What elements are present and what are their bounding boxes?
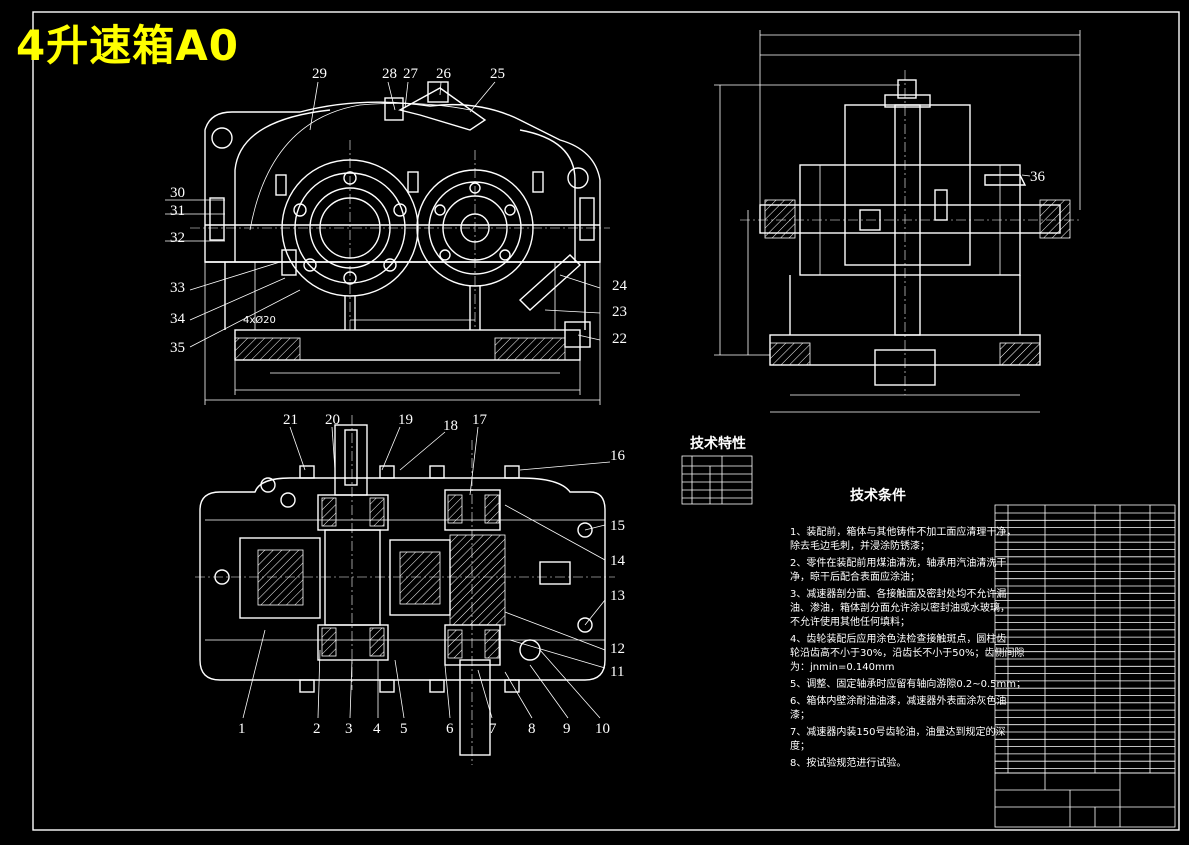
- balloon-32: 32: [170, 230, 185, 246]
- tech-req-line: 不允许使用其他任何填料；: [790, 615, 910, 628]
- balloon-33: 33: [170, 280, 185, 296]
- balloon-9: 9: [563, 721, 571, 737]
- balloon-8: 8: [528, 721, 536, 737]
- tech-req-line: 1、装配前，箱体与其他铸件不加工面应清理干净，: [790, 525, 1016, 538]
- balloon-6: 6: [446, 721, 454, 737]
- balloon-25: 25: [490, 66, 505, 82]
- balloon-20: 20: [325, 412, 340, 428]
- balloon-26: 26: [436, 66, 452, 82]
- tech-req-line: 2、零件在装配前用煤油清洗，轴承用汽油清洗干: [790, 556, 1006, 569]
- parts-list: [994, 504, 1176, 774]
- balloon-2: 2: [313, 721, 321, 737]
- balloon-23: 23: [612, 304, 627, 320]
- tech-char-heading: 技术特性: [690, 435, 746, 452]
- balloon-19: 19: [398, 412, 413, 428]
- balloon-15: 15: [610, 518, 625, 534]
- top-view: 21 20 19 18 17 16 15 14 13 12 11 1 2 3 4…: [195, 412, 626, 765]
- drawing-title: 4升速箱A0: [16, 21, 239, 70]
- balloon-11: 11: [610, 664, 624, 680]
- balloon-22: 22: [612, 331, 627, 347]
- drawing-frame: [32, 11, 1180, 831]
- tech-req-line: 净，晾干后配合表面应涂油；: [790, 570, 920, 583]
- tech-req-line: 5、调整、固定轴承时应留有轴向游隙0.2~0.5mm；: [790, 677, 1026, 690]
- balloon-34: 34: [170, 311, 186, 327]
- tech-req-line: 漆；: [790, 708, 810, 721]
- tech-req-line: 度；: [790, 739, 810, 752]
- tech-req-line: 3、减速器剖分面、各接触面及密封处均不允许漏: [790, 587, 1006, 600]
- tech-char-table: 技术特性: [681, 435, 753, 505]
- balloon-1: 1: [238, 721, 246, 737]
- balloon-18: 18: [443, 418, 458, 434]
- balloon-21: 21: [283, 412, 298, 428]
- front-view: 29 28 27 26 25 30 31 32 33 34 35 24 23 2…: [165, 66, 628, 405]
- tech-req-line: 6、箱体内壁涂耐油油漆，减速器外表面涂灰色油: [790, 694, 1006, 707]
- side-view: 36: [714, 30, 1081, 413]
- tech-req-heading: 技术条件: [850, 487, 906, 504]
- balloon-27: 27: [403, 66, 419, 82]
- balloon-7: 7: [489, 721, 497, 737]
- balloon-29: 29: [312, 66, 327, 82]
- balloon-35: 35: [170, 340, 185, 356]
- tech-req-line: 轮沿齿高不小于30%，沿齿长不小于50%；齿侧间隙: [790, 646, 1024, 659]
- balloon-14: 14: [610, 553, 626, 569]
- tech-req-line: 4、齿轮装配后应用涂色法检查接触斑点，圆柱齿: [790, 632, 1006, 645]
- tech-req-line: 油、渗油，箱体剖分面允许涂以密封油或水玻璃，: [790, 601, 1010, 614]
- balloon-36: 36: [1030, 169, 1046, 185]
- balloon-5: 5: [400, 721, 408, 737]
- tech-req-block: 技术条件 1、装配前，箱体与其他铸件不加工面应清理干净， 除去毛边毛刺，并浸涂防…: [790, 487, 1026, 769]
- balloon-24: 24: [612, 278, 628, 294]
- balloon-30: 30: [170, 185, 185, 201]
- balloon-16: 16: [610, 448, 626, 464]
- hole-note: 4xØ20: [243, 314, 276, 326]
- balloon-31: 31: [170, 203, 185, 219]
- tech-req-line: 除去毛边毛刺，并浸涂防锈漆；: [790, 539, 930, 552]
- balloon-10: 10: [595, 721, 610, 737]
- balloon-13: 13: [610, 588, 625, 604]
- tech-req-line: 7、减速器内装150号齿轮油，油量达到规定的深: [790, 725, 1005, 738]
- title-block: [994, 772, 1176, 828]
- balloon-3: 3: [345, 721, 353, 737]
- tech-req-line: 为：jnmin=0.140mm: [790, 661, 894, 673]
- balloon-4: 4: [373, 721, 381, 737]
- balloon-17: 17: [472, 412, 488, 428]
- balloon-28: 28: [382, 66, 397, 82]
- balloon-12: 12: [610, 641, 625, 657]
- tech-req-line: 8、按试验规范进行试验。: [790, 756, 906, 769]
